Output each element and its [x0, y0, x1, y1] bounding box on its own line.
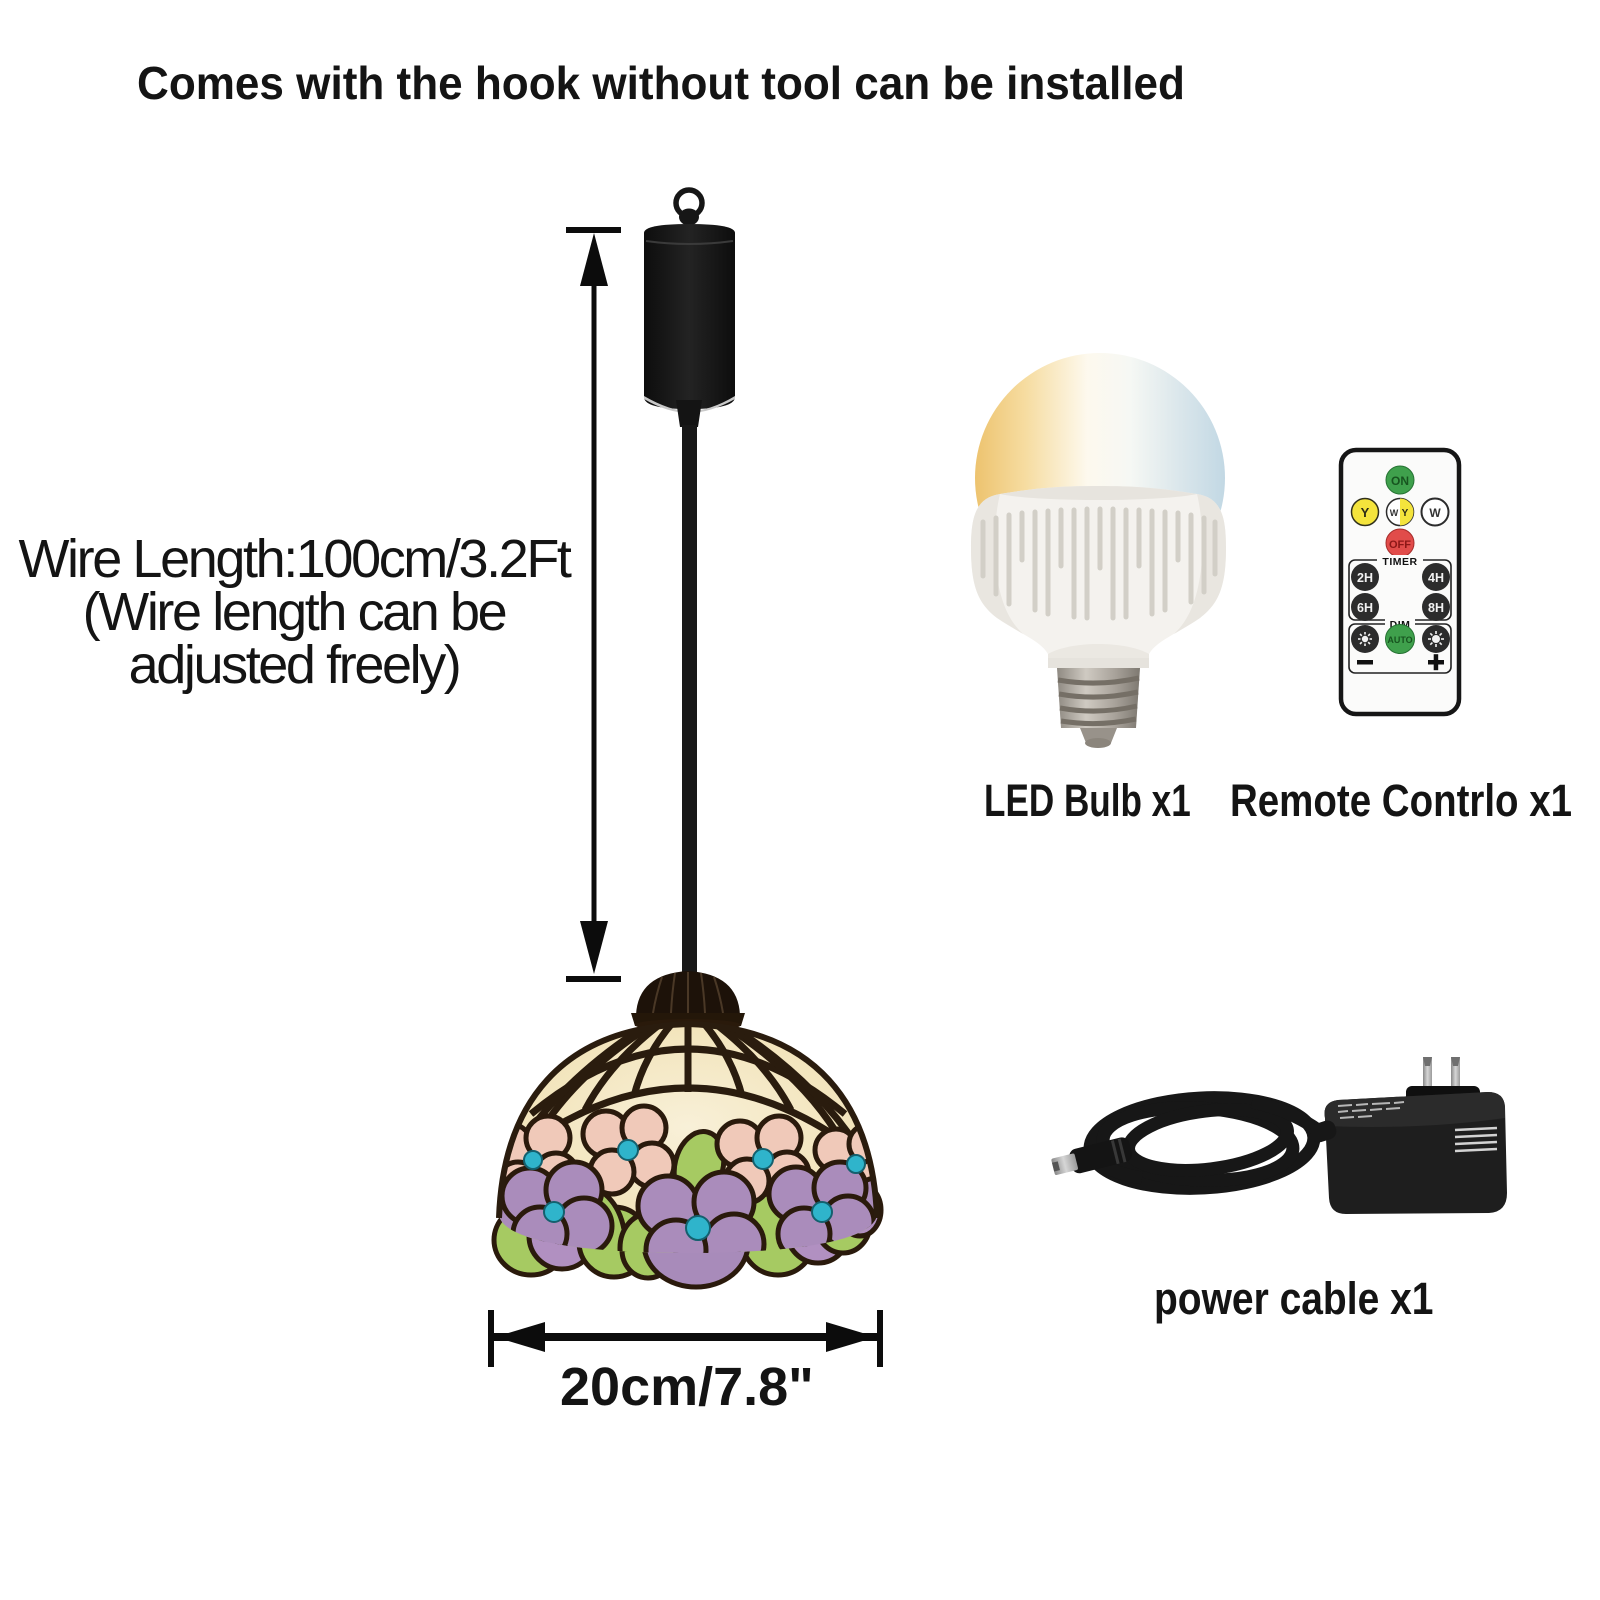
svg-text:ON: ON: [1391, 474, 1409, 488]
svg-text:8H: 8H: [1428, 601, 1444, 615]
svg-text:Y: Y: [1402, 508, 1409, 519]
svg-text:Y: Y: [1361, 505, 1370, 520]
svg-text:TIMER: TIMER: [1382, 556, 1417, 568]
svg-text:AUTO: AUTO: [1387, 635, 1412, 645]
svg-text:2H: 2H: [1357, 571, 1373, 585]
svg-text:W: W: [1429, 506, 1441, 520]
svg-text:W: W: [1390, 508, 1399, 518]
svg-text:4H: 4H: [1428, 571, 1444, 585]
svg-text:6H: 6H: [1357, 601, 1373, 615]
svg-text:OFF: OFF: [1389, 539, 1411, 551]
